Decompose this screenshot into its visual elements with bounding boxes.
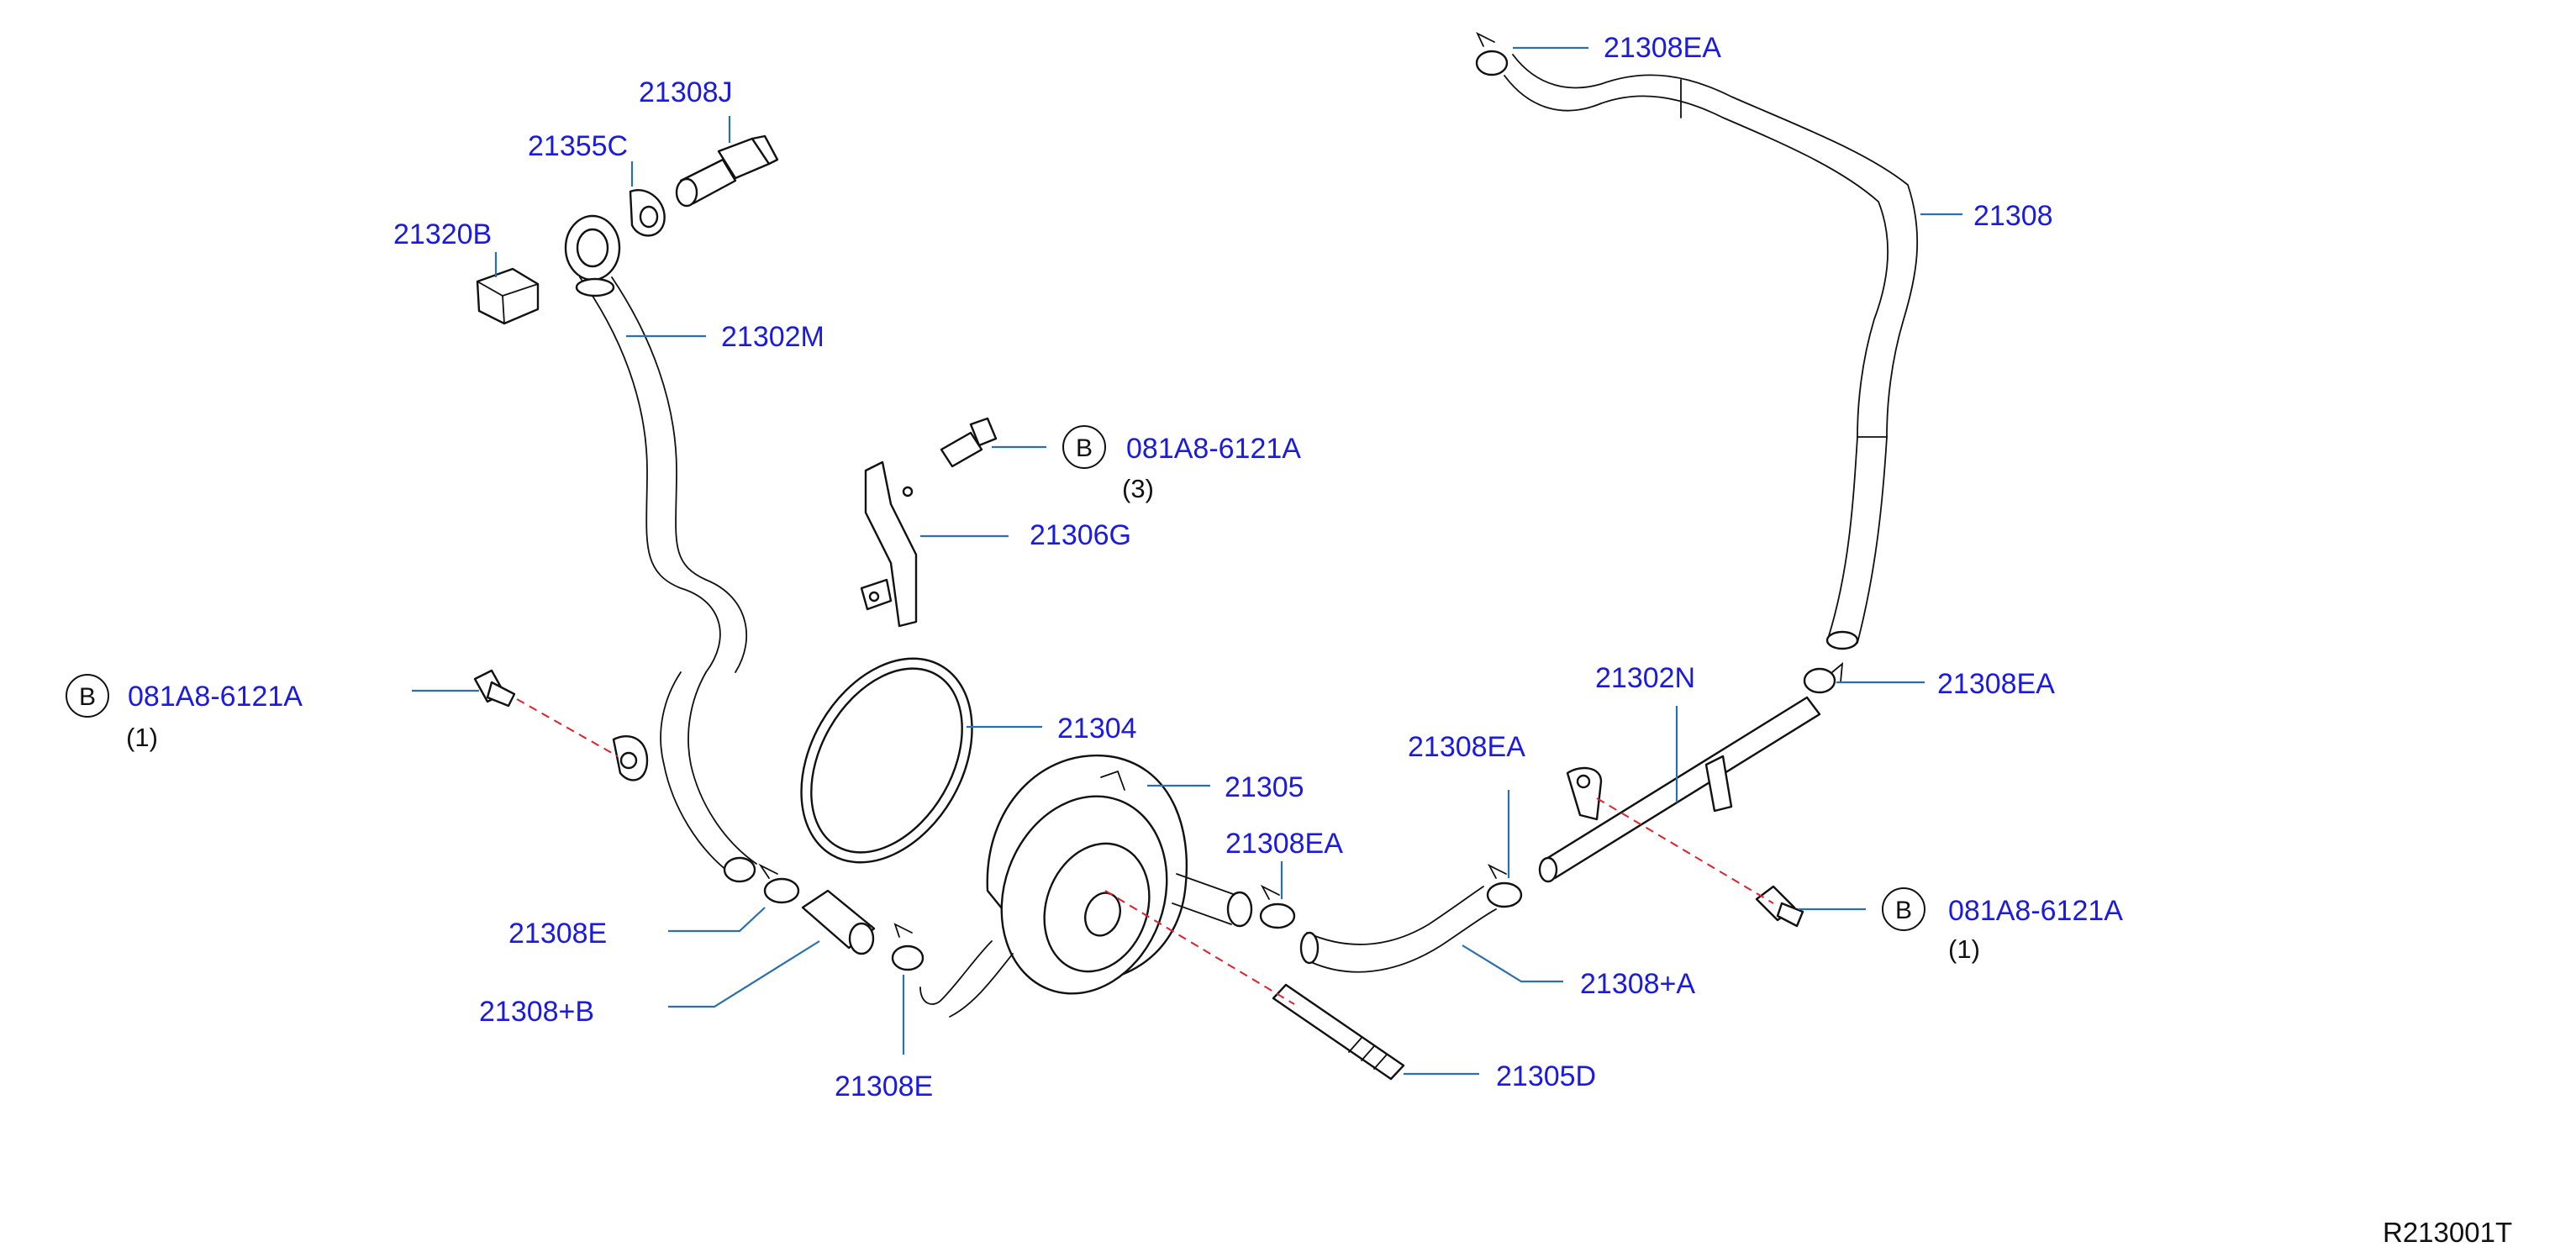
svg-text:B: B	[79, 683, 96, 711]
part-21308j-connector	[675, 134, 779, 208]
label-21308e-left: 21308E	[508, 918, 607, 950]
part-21308a-hose	[1299, 886, 1497, 973]
bolt-right	[1755, 885, 1804, 928]
clamp-21308ea-center	[1259, 884, 1296, 929]
clamp-21308ea-mid	[1486, 863, 1523, 908]
label-bolt-right-qty: (1)	[1948, 934, 1980, 964]
reference-code: R213001T	[2383, 1217, 2512, 1247]
label-21320b: 21320B	[393, 218, 492, 250]
label-21302n: 21302N	[1595, 662, 1695, 694]
label-bolt-right: 081A8-6121A	[1948, 895, 2123, 927]
part-21305d-stud	[1272, 983, 1405, 1081]
clamp-21308ea-right	[1803, 661, 1844, 694]
label-21305d: 21305D	[1496, 1060, 1596, 1092]
bolt-left	[473, 669, 516, 708]
label-21308ea-mid: 21308EA	[1408, 731, 1525, 763]
label-21355c: 21355C	[528, 130, 628, 162]
label-21306g: 21306G	[1030, 519, 1131, 551]
label-21308b: 21308+B	[479, 996, 594, 1028]
leader-lines	[412, 46, 1962, 1076]
label-21304: 21304	[1057, 713, 1137, 745]
label-bolt-top-qty: (3)	[1122, 474, 1154, 503]
label-21308e-bottom: 21308E	[835, 1071, 933, 1102]
label-21308ea-center: 21308EA	[1225, 828, 1343, 860]
part-21308-hose	[1504, 54, 1919, 650]
label-21308: 21308	[1973, 200, 2053, 232]
part-21302m-pipe	[564, 214, 757, 883]
label-bolt-left: 081A8-6121A	[128, 681, 303, 713]
clamp-21308ea-top	[1475, 32, 1509, 76]
label-21308ea-top: 21308EA	[1604, 32, 1721, 64]
label-21308a: 21308+A	[1580, 968, 1695, 1000]
label-bolt-left-qty: (1)	[126, 723, 158, 752]
label-21305: 21305	[1225, 771, 1304, 803]
part-21306g-bracket	[860, 460, 918, 628]
svg-text:B: B	[1895, 897, 1912, 924]
part-21308b-hose	[801, 889, 876, 955]
label-bolt-top: 081A8-6121A	[1126, 433, 1301, 465]
b-marker-top: B	[1062, 425, 1106, 469]
part-21305-oil-cooler	[919, 754, 1253, 1018]
label-21302m: 21302M	[721, 321, 824, 353]
part-21320b-cap	[476, 267, 540, 325]
part-21355c-washer	[629, 189, 666, 237]
centerlines	[516, 698, 1774, 1005]
label-21308j: 21308J	[639, 76, 733, 108]
part-21302n-pipe	[1538, 696, 1821, 883]
b-marker-left: B	[66, 674, 109, 718]
bolt-top	[940, 417, 998, 468]
clamp-21308e-left	[758, 863, 800, 904]
clamp-21308e-bottom	[891, 923, 925, 971]
svg-text:B: B	[1076, 434, 1093, 462]
label-21308ea-right: 21308EA	[1937, 668, 2055, 700]
part-21304-oring	[800, 657, 973, 864]
b-marker-right: B	[1882, 887, 1925, 931]
